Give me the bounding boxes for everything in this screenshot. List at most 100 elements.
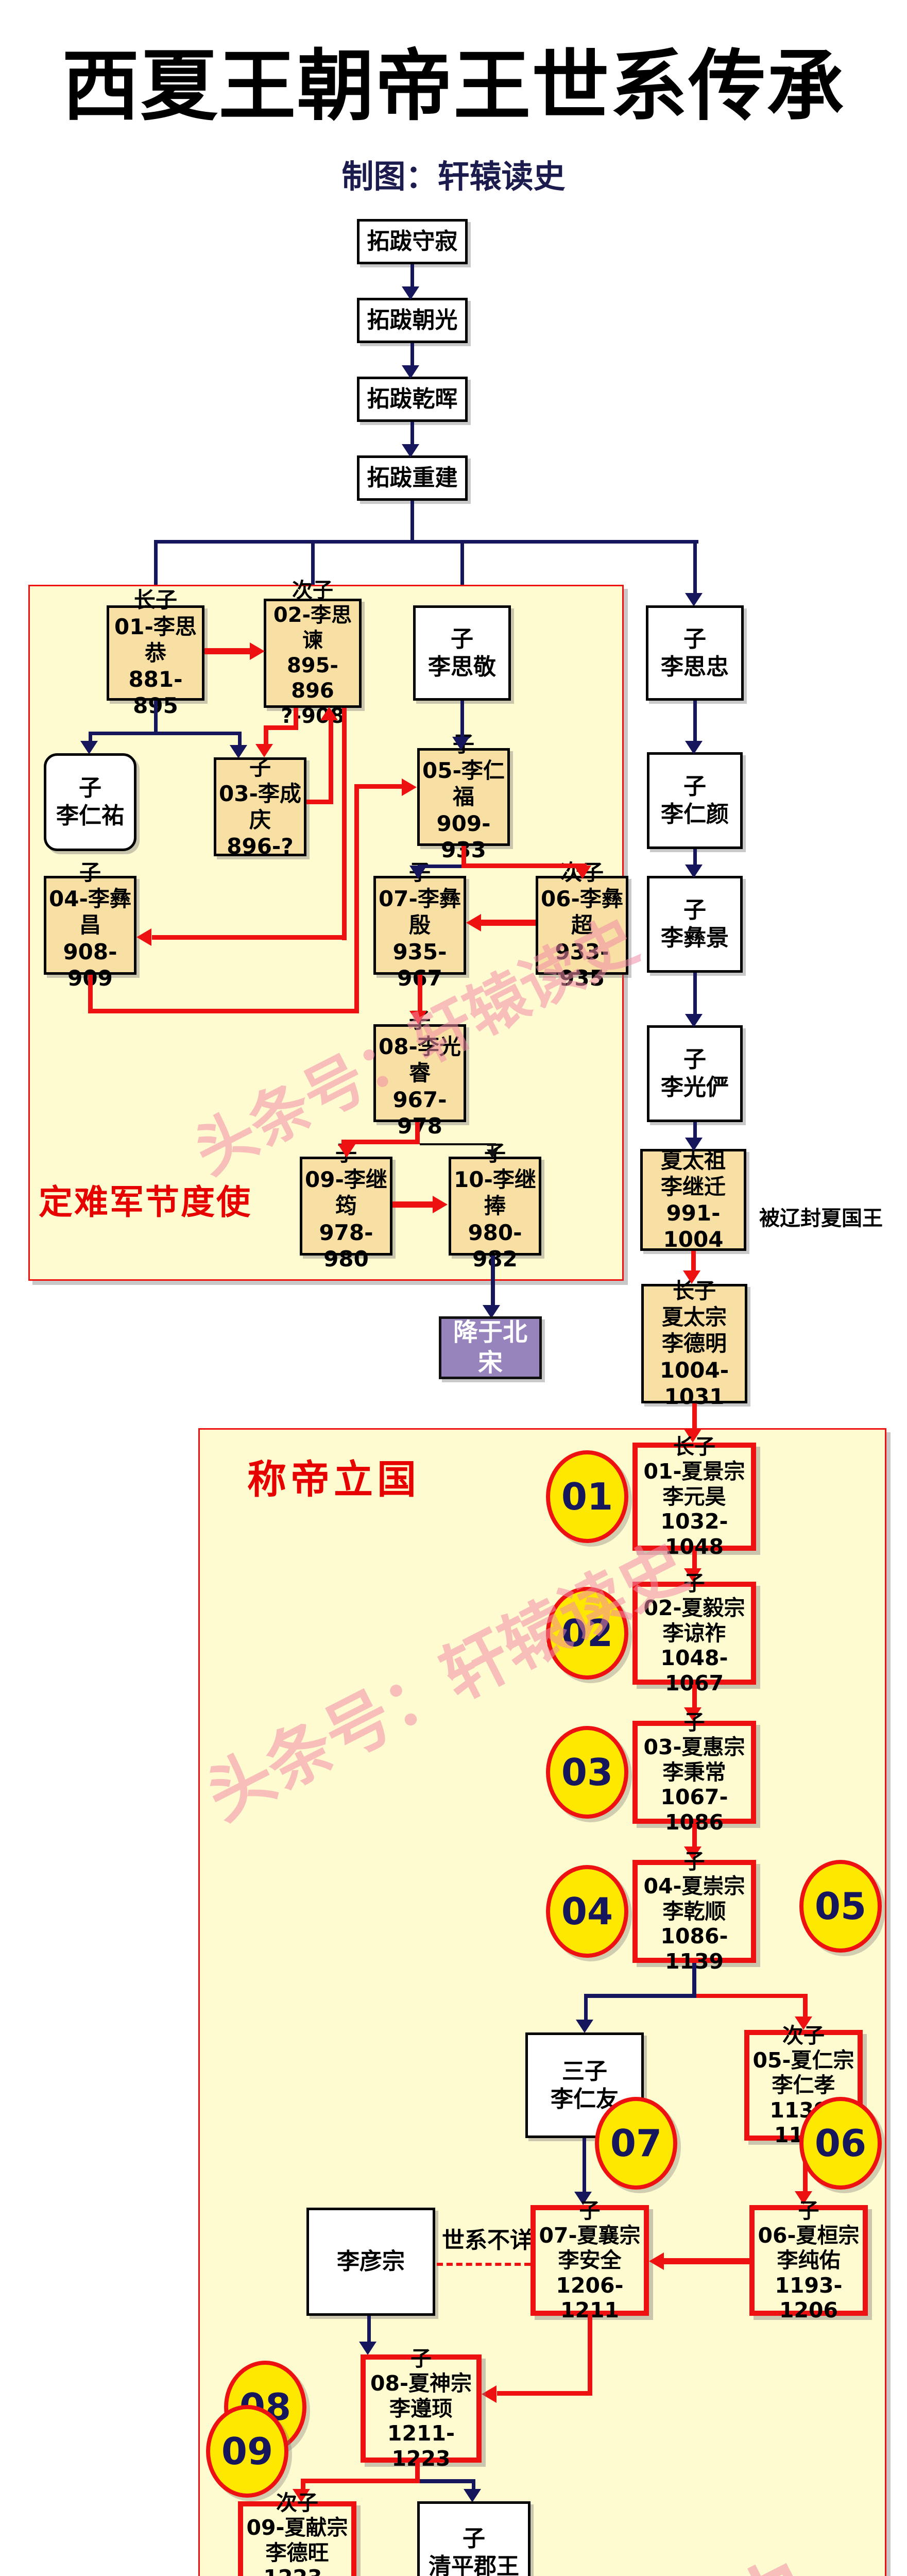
arrowhead-down bbox=[293, 2489, 310, 2502]
arrowhead-down bbox=[230, 745, 247, 758]
page-subtitle: 制图：轩辕读史 bbox=[341, 158, 566, 195]
arrowhead-down bbox=[795, 2016, 812, 2030]
succession-line bbox=[497, 2391, 592, 2396]
connector-line bbox=[460, 540, 464, 593]
node-tuoba-shouji: 拓跋守寂 bbox=[357, 219, 468, 264]
connector-line bbox=[420, 1143, 496, 1145]
connector-line bbox=[156, 540, 698, 544]
badge-02: 02 bbox=[546, 1587, 628, 1680]
connector-line bbox=[367, 2316, 371, 2342]
connector-line bbox=[420, 2479, 475, 2483]
arrowhead-left bbox=[136, 928, 151, 946]
arrowhead-down bbox=[574, 866, 591, 879]
liao-title-annotation: 被辽封夏国王 bbox=[759, 1207, 883, 1230]
uncertain-link-line bbox=[437, 2263, 530, 2266]
succession-line bbox=[803, 1994, 808, 2018]
node-liyijing: 子李彝景 bbox=[647, 876, 743, 973]
arrowhead-down bbox=[402, 365, 419, 379]
arrowhead-down bbox=[464, 2489, 481, 2502]
succession-line bbox=[342, 708, 347, 940]
region-empire-label: 称帝立国 bbox=[247, 1456, 420, 1502]
succession-line bbox=[88, 975, 93, 1013]
connector-line bbox=[693, 701, 697, 741]
succession-line bbox=[354, 784, 402, 789]
succession-line bbox=[264, 725, 268, 744]
succession-line bbox=[329, 720, 333, 804]
arrowhead-down bbox=[684, 1429, 701, 1443]
arrowhead-right bbox=[250, 642, 265, 660]
connector-line bbox=[693, 540, 697, 593]
arrowhead-down bbox=[409, 866, 427, 879]
node-lisijing: 子李思敬 bbox=[413, 605, 511, 701]
connector-line bbox=[692, 1963, 696, 1997]
connector-line bbox=[584, 1994, 696, 1998]
succession-line bbox=[204, 648, 250, 654]
node-lirenyou3: 三子李仁友 bbox=[525, 2032, 644, 2138]
connector-line bbox=[410, 343, 414, 366]
arrowhead-down bbox=[402, 286, 419, 300]
arrowhead-right bbox=[433, 1196, 448, 1213]
succession-line bbox=[692, 1685, 697, 1708]
connector-line bbox=[491, 1256, 495, 1305]
connector-line bbox=[154, 540, 158, 593]
arrowhead-down bbox=[795, 2191, 812, 2205]
node-liguangyan: 子李光俨 bbox=[647, 1025, 743, 1122]
succession-line bbox=[461, 846, 466, 868]
connector-line bbox=[89, 732, 92, 741]
arrowhead-left bbox=[466, 914, 481, 931]
node-liyanzong: 李彦宗 bbox=[306, 2208, 435, 2316]
arrowhead-down bbox=[359, 2342, 377, 2355]
node-qingping-junwang: 子清平郡王 bbox=[417, 2501, 530, 2576]
region-empire bbox=[198, 1428, 886, 2576]
connector-line bbox=[154, 701, 158, 735]
connector-line bbox=[693, 973, 697, 1014]
node-tuoba-chongjian: 拓跋重建 bbox=[357, 455, 468, 501]
badge-05: 05 bbox=[799, 1860, 882, 1953]
connector-line bbox=[410, 264, 414, 287]
connector-line bbox=[238, 732, 242, 745]
arrowhead-down bbox=[684, 1707, 701, 1721]
succession-line bbox=[692, 1403, 697, 1430]
arrowhead-down bbox=[452, 737, 470, 750]
connector-line bbox=[410, 422, 414, 445]
succession-line bbox=[294, 708, 298, 730]
arrowhead-down bbox=[685, 741, 703, 754]
connector-line bbox=[584, 1994, 588, 2020]
connector-line bbox=[460, 701, 464, 737]
arrowhead-down bbox=[684, 1846, 701, 1860]
connector-line bbox=[311, 540, 315, 587]
succession-line bbox=[663, 2258, 749, 2264]
arrowhead-down bbox=[402, 444, 419, 457]
succession-line bbox=[264, 725, 298, 730]
succession-line bbox=[392, 1201, 433, 1208]
succession-line bbox=[341, 1140, 420, 1144]
connector-line bbox=[418, 865, 467, 868]
connector-line bbox=[410, 501, 414, 540]
badge-07: 07 bbox=[595, 2097, 677, 2190]
succession-line bbox=[481, 920, 536, 926]
page-title: 西夏王朝帝王世系传承 bbox=[62, 42, 845, 131]
succession-line bbox=[418, 975, 422, 1011]
succession-line bbox=[692, 1824, 697, 1848]
arrowhead-down bbox=[683, 1270, 700, 1284]
arrowhead-down bbox=[685, 1138, 703, 1151]
arrowhead-down bbox=[80, 741, 98, 754]
node-lirenyou1: 子李仁祐 bbox=[44, 753, 136, 851]
arrowhead-down bbox=[483, 1305, 500, 1318]
unknown-lineage-note: 世系不详 bbox=[442, 2227, 533, 2253]
